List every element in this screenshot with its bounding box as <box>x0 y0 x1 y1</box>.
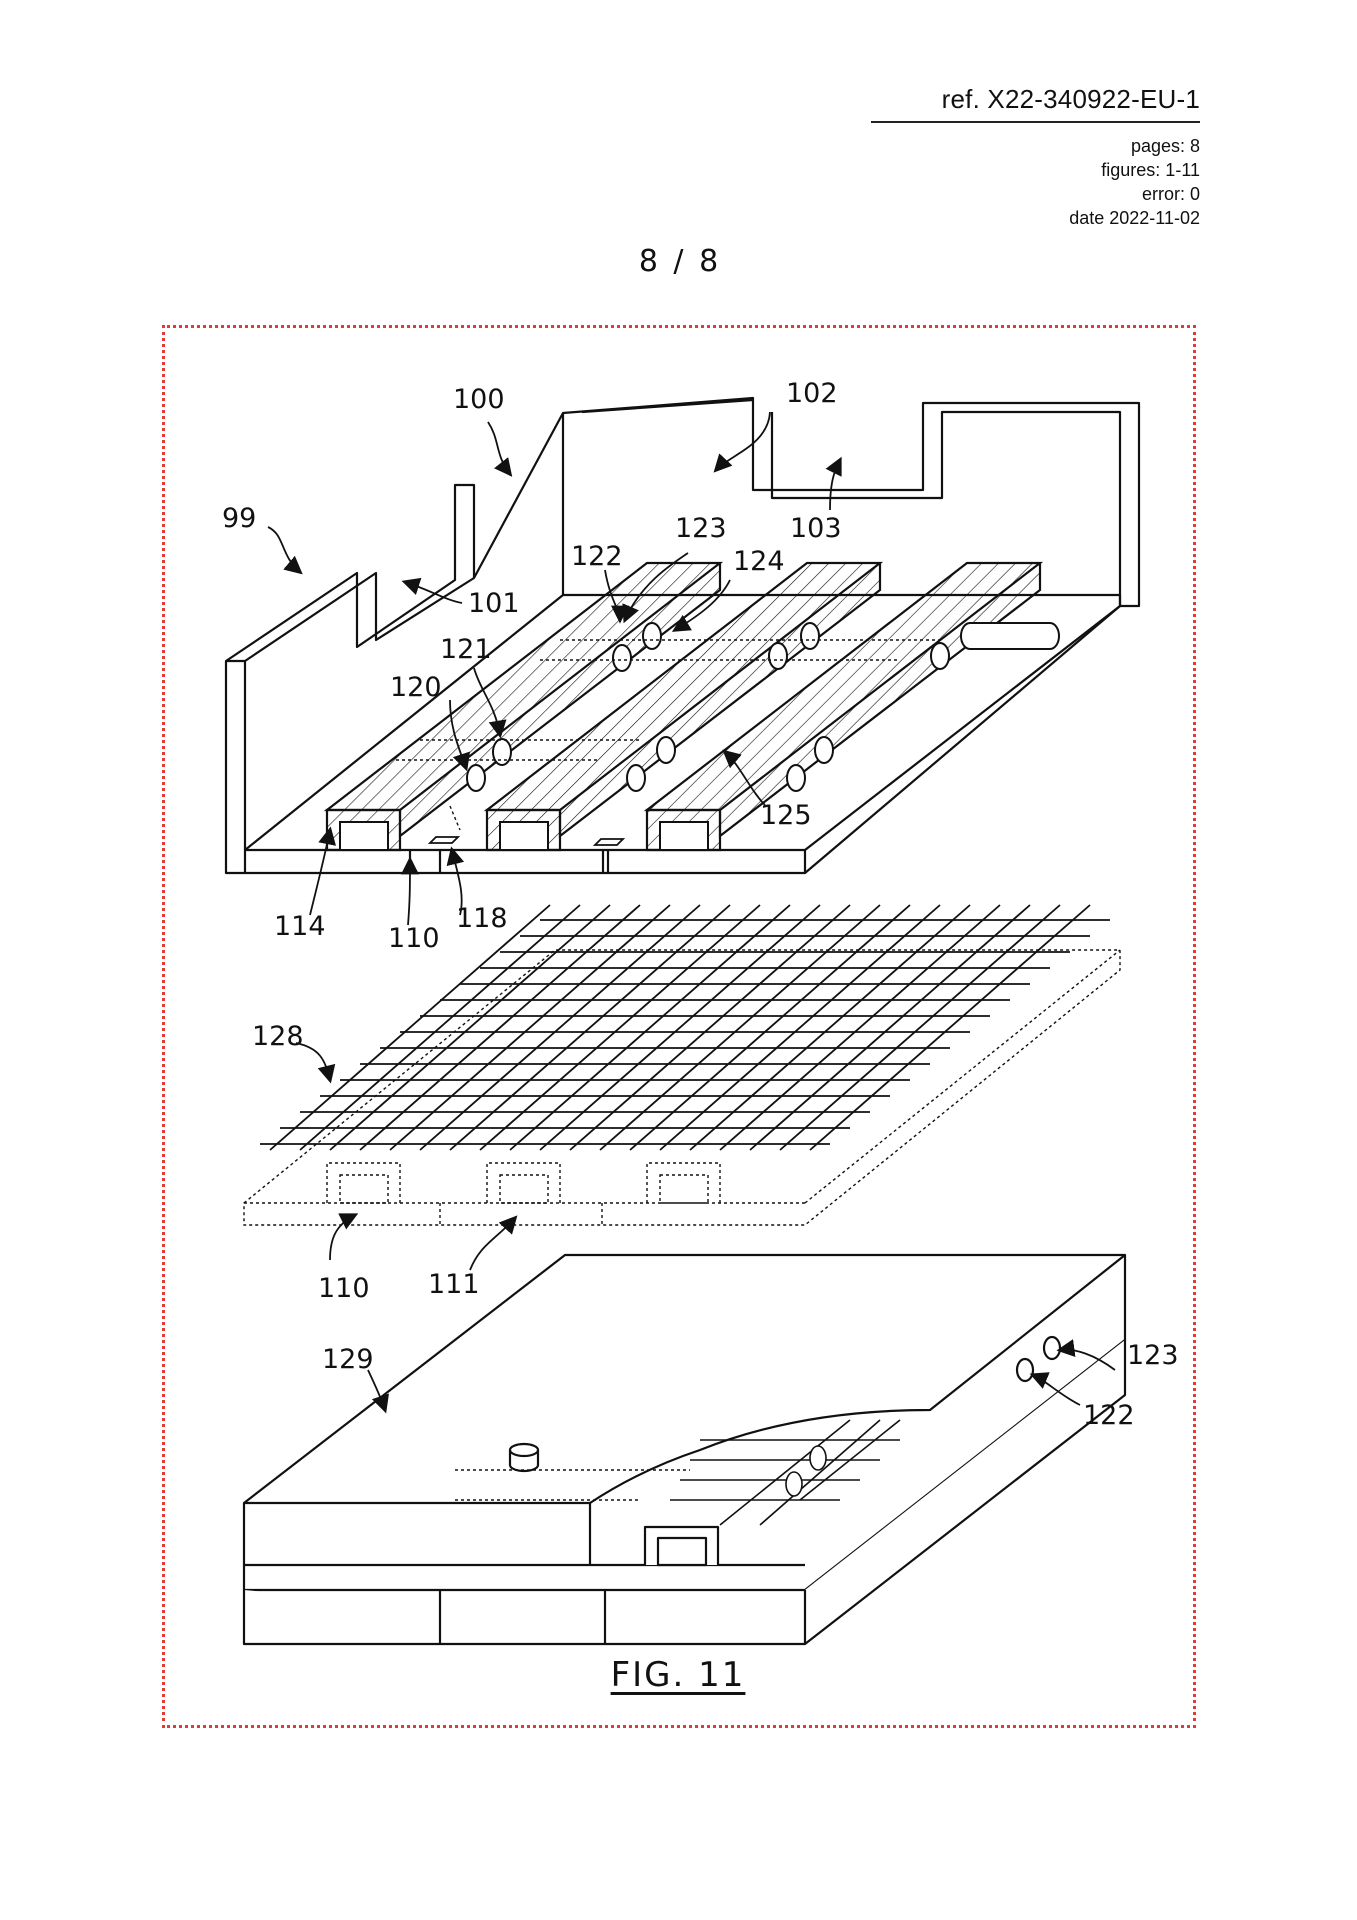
assembled-block <box>242 1253 1127 1646</box>
error-count: error: 0 <box>1141 184 1200 204</box>
label-100: 100 <box>453 384 505 415</box>
heat-exchange-channels <box>323 561 1044 852</box>
label-99: 99 <box>222 503 256 534</box>
drawing-frame <box>162 325 1196 1728</box>
hidden-lines-block <box>455 1469 690 1501</box>
label-124: 124 <box>733 546 785 577</box>
label-102: 102 <box>786 378 838 409</box>
pipes <box>466 622 1060 792</box>
label-101: 101 <box>468 588 520 619</box>
reference-underline <box>871 121 1200 123</box>
label-118: 118 <box>456 903 508 934</box>
label-123-lower: 123 <box>1127 1340 1179 1371</box>
label-122-lower: 122 <box>1083 1400 1135 1431</box>
connectors <box>427 836 626 846</box>
label-111: 111 <box>428 1269 480 1300</box>
label-103: 103 <box>790 513 842 544</box>
cutaway-mesh <box>670 1419 901 1526</box>
figure-title: FIG. 11 <box>610 1655 746 1695</box>
figures-range: figures: 1-11 <box>1101 160 1200 180</box>
label-110-middle: 110 <box>318 1273 370 1304</box>
label-128: 128 <box>252 1021 304 1052</box>
mesh-grid <box>260 904 1110 1151</box>
label-120: 120 <box>390 672 442 703</box>
leader-lines <box>267 411 1116 1414</box>
label-123-upper: 123 <box>675 513 727 544</box>
label-110-upper: 110 <box>388 923 440 954</box>
pages-count: pages: 8 <box>1130 136 1200 156</box>
label-129: 129 <box>322 1344 374 1375</box>
label-114: 114 <box>274 911 326 942</box>
reference-number: ref. X22-340922-EU-1 <box>941 84 1200 114</box>
label-122-upper: 122 <box>571 541 623 572</box>
sheet-number: 8 / 8 <box>638 244 722 279</box>
label-121: 121 <box>440 634 492 665</box>
reference-labels: 99 100 101 102 103 110 110 111 114 118 1… <box>222 378 1179 1431</box>
date: date 2022-11-02 <box>1069 208 1200 228</box>
channel-cores <box>339 821 709 851</box>
dotted-base-plate <box>243 949 1121 1226</box>
label-125: 125 <box>760 800 812 831</box>
